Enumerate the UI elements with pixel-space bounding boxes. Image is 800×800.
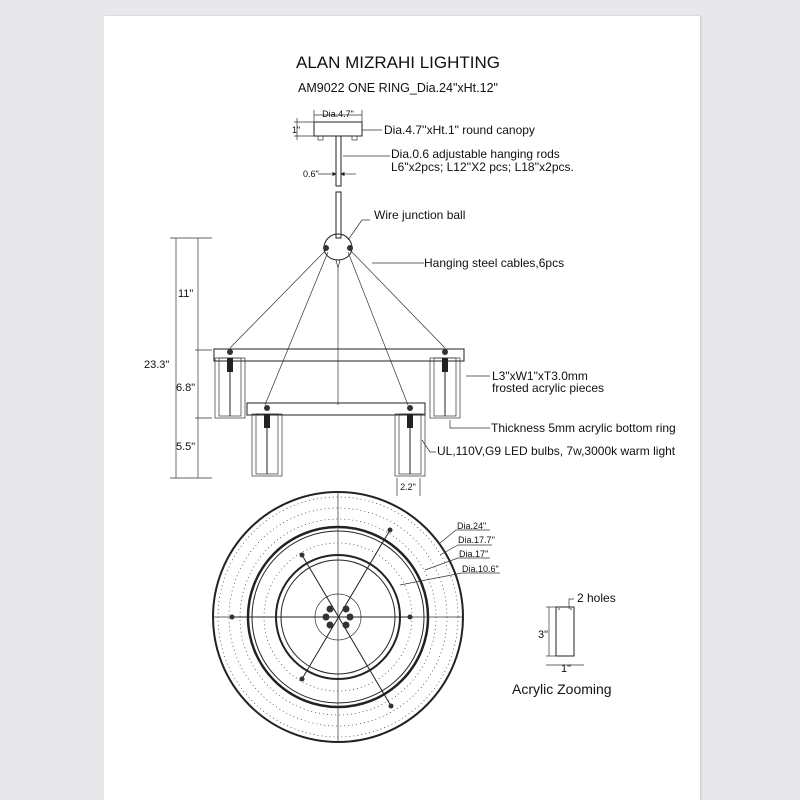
acrylic-holes-label: 2 holes <box>577 591 616 605</box>
rod-dia-label: 0.6" <box>303 169 319 179</box>
hanging-rod <box>318 135 356 239</box>
dim-total: 23.3" <box>144 359 169 371</box>
dim-ring: 6.8" <box>176 382 195 394</box>
lamp-units <box>214 349 461 477</box>
acrylic-caption: Acrylic Zooming <box>512 681 612 697</box>
dia-17: Dia.17'' <box>459 549 489 559</box>
callout-bulbs: UL,110V,G9 LED bulbs, 7w,3000k warm ligh… <box>437 444 676 458</box>
callout-ball: Wire junction ball <box>374 208 465 222</box>
callout-cables: Hanging steel cables,6pcs <box>424 256 564 270</box>
callout-canopy: Dia.4.7''xHt.1" round canopy <box>384 123 535 137</box>
spec-sheet <box>104 16 700 800</box>
dim-cable: 11" <box>178 288 193 300</box>
acrylic-width-label: 1" <box>561 663 571 675</box>
height-dimensions <box>170 237 212 479</box>
top-ring <box>213 348 465 416</box>
acrylic-piece <box>546 598 584 666</box>
dim-lamp: 5.5" <box>176 441 195 453</box>
callout-bottom-ring: Thickness 5mm acrylic bottom ring <box>491 421 676 435</box>
dia-24: Dia.24" <box>457 521 486 531</box>
dia-17-7: Dia.17.7'' <box>458 535 495 545</box>
callout-rods-1: Dia.0.6 adjustable hanging rods <box>391 147 560 161</box>
diameter-leaders <box>399 529 500 586</box>
dim-lamp-width: 2.2" <box>400 482 416 492</box>
steel-cables <box>229 249 446 406</box>
model-subtitle: AM9022 ONE RING_Dia.24"xHt.12" <box>298 81 498 95</box>
dia-10-6: Dia.10.6" <box>462 564 499 574</box>
canopy-dia-label: Dia.4.7" <box>322 109 354 119</box>
callout-acrylic-2: frosted acrylic pieces <box>492 381 604 395</box>
top-view-rings <box>212 491 464 743</box>
acrylic-height-label: 3" <box>538 629 548 641</box>
callout-acrylic-1: L3"xW1"xT3.0mm <box>492 369 588 383</box>
brand-title: ALAN MIZRAHI LIGHTING <box>296 53 500 72</box>
callout-rods-2: L6"x2pcs; L12''X2 pcs; L18''x2pcs. <box>391 160 574 174</box>
canopy-ht-label: 1" <box>292 125 300 135</box>
